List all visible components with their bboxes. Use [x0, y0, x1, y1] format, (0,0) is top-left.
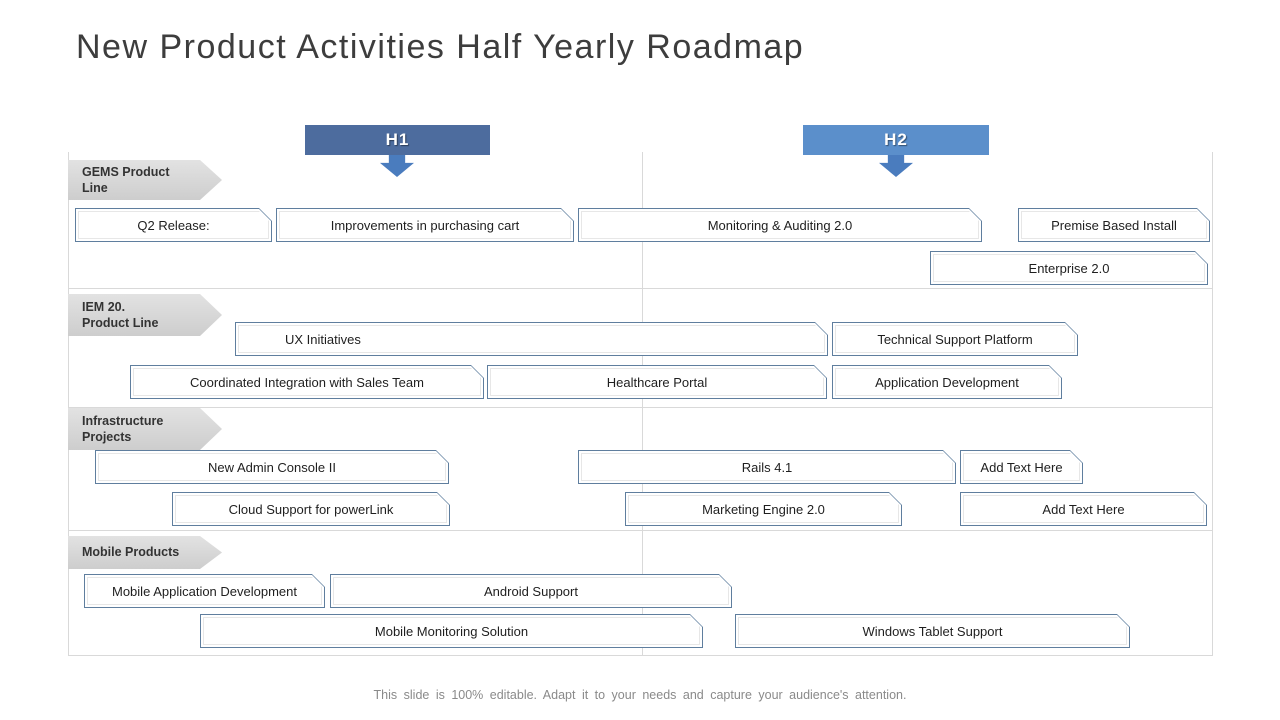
row-label-text: Product Line [82, 316, 159, 330]
task-bar-label: Marketing Engine 2.0 [702, 501, 825, 517]
row-separator-3 [68, 530, 1213, 531]
grid-center-divider [642, 152, 643, 655]
row-label-gems-product-line: GEMS Product Line [68, 160, 222, 200]
task-bar-monitoring-auditing: Monitoring & Auditing 2.0 [578, 208, 982, 242]
task-bar-label: Mobile Application Development [112, 583, 297, 599]
task-bar-label: UX Initiatives [285, 331, 361, 347]
task-bar-improvements-purchasing-cart: Improvements in purchasing cart [276, 208, 574, 242]
row-label-infrastructure-projects: Infrastructure Projects [68, 408, 222, 450]
task-bar-label: Rails 4.1 [741, 459, 793, 475]
row-label-text: IEM 20. [82, 299, 126, 314]
grid-left-border [68, 152, 69, 655]
task-bar-enterprise-2-0: Enterprise 2.0 [930, 251, 1208, 285]
task-bar-label: New Admin Console II [208, 459, 336, 475]
row-label-text: Mobile Products [82, 545, 180, 560]
task-bar-technical-support-platform: Technical Support Platform [832, 322, 1078, 356]
task-bar-label: Premise Based Install [1051, 217, 1177, 233]
row-label-iem-product-line: IEM 20. Product Line [68, 294, 222, 336]
task-bar-windows-tablet-support: Windows Tablet Support [735, 614, 1130, 648]
row-label-text: Line [82, 181, 108, 195]
h1-period-header: H1 [305, 125, 490, 155]
task-bar-label: Android Support [484, 583, 578, 599]
task-bar-label: Improvements in purchasing cart [330, 217, 520, 233]
row-label-text: Infrastructure [82, 413, 164, 428]
task-bar-application-development: Application Development [832, 365, 1062, 399]
task-bar-cloud-support-powerlink: Cloud Support for powerLink [172, 492, 450, 526]
task-bar-label: Application Development [875, 374, 1019, 390]
task-bar-label: Healthcare Portal [606, 374, 708, 390]
task-bar-healthcare-portal: Healthcare Portal [487, 365, 827, 399]
row-label-mobile-products: Mobile Products [68, 536, 222, 569]
task-bar-label: Add Text Here [980, 459, 1063, 475]
task-bar-android-support: Android Support [330, 574, 732, 608]
task-bar-ux-initiatives: UX Initiatives [235, 322, 828, 356]
task-bar-label: Technical Support Platform [877, 331, 1033, 347]
task-bar-label: Q2 Release: [137, 217, 210, 233]
task-bar-label: Mobile Monitoring Solution [374, 623, 529, 639]
h2-down-arrow-icon [879, 155, 913, 177]
row-separator-1 [68, 288, 1213, 289]
task-bar-label: Windows Tablet Support [862, 623, 1003, 639]
task-bar-label: Enterprise 2.0 [1028, 260, 1110, 276]
task-bar-add-text-here-1: Add Text Here [960, 450, 1083, 484]
row-label-text: Projects [82, 430, 132, 444]
task-bar-mobile-application-development: Mobile Application Development [84, 574, 325, 608]
task-bar-label: Monitoring & Auditing 2.0 [707, 217, 853, 233]
row-label-text: GEMS Product [82, 164, 170, 179]
task-bar-marketing-engine-2-0: Marketing Engine 2.0 [625, 492, 902, 526]
task-bar-new-admin-console: New Admin Console II [95, 450, 449, 484]
task-bar-label: Add Text Here [1042, 501, 1125, 517]
task-bar-mobile-monitoring-solution: Mobile Monitoring Solution [200, 614, 703, 648]
grid-bottom-border [68, 655, 1213, 656]
task-bar-label: Coordinated Integration with Sales Team [190, 374, 424, 390]
task-bar-label: Cloud Support for powerLink [228, 501, 394, 517]
h2-period-header: H2 [803, 125, 989, 155]
h1-down-arrow-icon [380, 155, 414, 177]
task-bar-coordinated-integration-sales: Coordinated Integration with Sales Team [130, 365, 484, 399]
page-title: New Product Activities Half Yearly Roadm… [76, 28, 805, 66]
task-bar-add-text-here-2: Add Text Here [960, 492, 1207, 526]
task-bar-premise-based-install: Premise Based Install [1018, 208, 1210, 242]
editable-note: This slide is 100% editable. Adapt it to… [373, 688, 907, 702]
grid-right-border [1212, 152, 1213, 655]
task-bar-q2-release: Q2 Release: [75, 208, 272, 242]
task-bar-rails-4-1: Rails 4.1 [578, 450, 956, 484]
row-separator-2 [68, 407, 1213, 408]
